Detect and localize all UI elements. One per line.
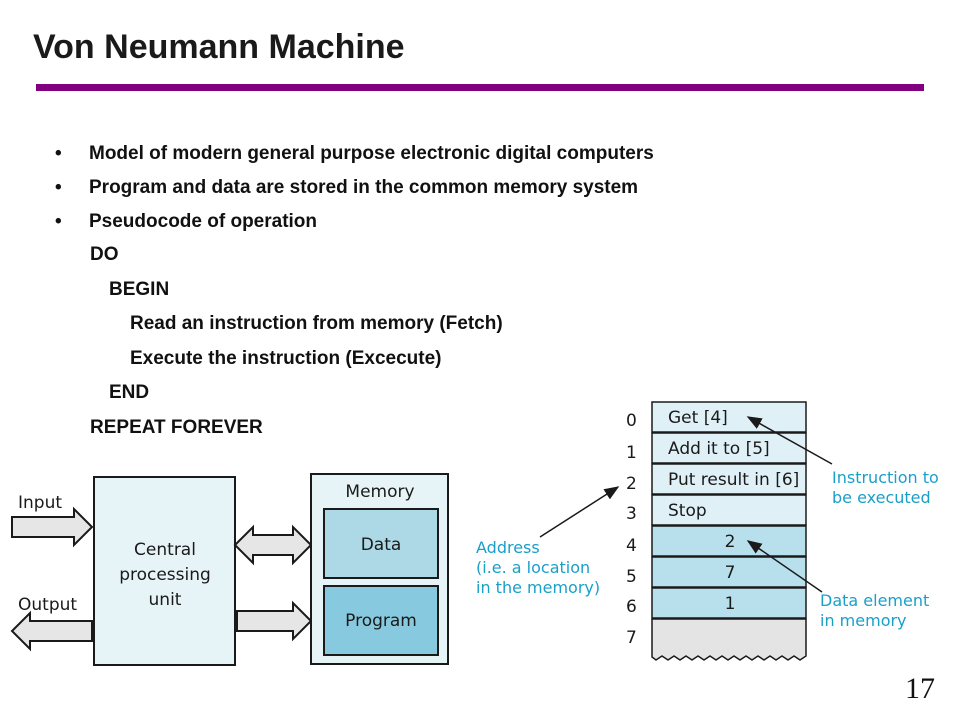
- memory-cell: [651, 463, 807, 495]
- pseudocode-line: BEGIN: [109, 278, 170, 300]
- data-annotation-line: in memory: [820, 611, 907, 630]
- memory-cell-torn: [651, 618, 807, 661]
- memory-cell-text: Get [4]: [668, 408, 728, 428]
- address-label: 4: [626, 536, 637, 556]
- architecture-diagram: Input Output Central processing unit Mem…: [10, 473, 449, 666]
- instruction-annotation-line: Instruction to: [832, 468, 939, 487]
- output-arrow-icon: [10, 610, 93, 652]
- bullet-item: • Program and data are stored in the com…: [55, 177, 654, 211]
- address-label: 2: [626, 474, 637, 494]
- memory-cell: [651, 525, 807, 557]
- address-label: 1: [626, 443, 637, 463]
- cpu-box: [93, 476, 236, 666]
- cpu-label-line: processing: [119, 565, 211, 585]
- address-pointer-arrow: [539, 486, 620, 538]
- slide-title: Von Neumann Machine: [33, 28, 405, 66]
- address-label: 7: [626, 628, 637, 648]
- memory-cell-text: 2: [725, 532, 736, 552]
- bullet-text: Pseudocode of operation: [89, 211, 318, 232]
- memory-cell-text: 7: [725, 563, 736, 583]
- address-label: 6: [626, 597, 637, 617]
- bullet-dot: •: [55, 211, 62, 232]
- data-box: [323, 508, 439, 579]
- input-arrow-icon: [11, 506, 94, 548]
- memory-label: Memory: [345, 482, 414, 502]
- memory-cell: [651, 556, 807, 588]
- instruction-pointer-arrow: [746, 416, 833, 465]
- address-annotation-line: Address: [476, 538, 540, 557]
- pseudocode-line: Read an instruction from memory (Fetch): [130, 313, 503, 334]
- memory-diagram: 0 1 2 3 4 5 6 7 Get [4] Add it to [5] Pu…: [476, 401, 939, 661]
- address-label: 3: [626, 504, 637, 524]
- pseudocode-line: DO: [90, 244, 119, 265]
- right-arrow-icon: [236, 600, 313, 642]
- memory-cell: [651, 401, 807, 433]
- output-label: Output: [18, 595, 77, 615]
- bullet-list: • Model of modern general purpose electr…: [55, 143, 654, 245]
- memory-box: [310, 473, 449, 665]
- cpu-label-line: unit: [149, 590, 182, 610]
- bullet-dot: •: [55, 143, 62, 164]
- pseudocode-line: END: [109, 382, 150, 403]
- page-number: 17: [905, 672, 935, 705]
- pseudocode-line: Execute the instruction (Excecute): [130, 347, 442, 369]
- memory-cell-text: 1: [725, 594, 736, 614]
- bullet-item: • Model of modern general purpose electr…: [55, 143, 654, 177]
- title-rule: [36, 84, 924, 91]
- memory-cell-text: Add it to [5]: [668, 439, 770, 459]
- double-arrow-icon: [233, 524, 313, 566]
- address-label: 5: [626, 567, 637, 587]
- input-label: Input: [18, 493, 62, 513]
- data-pointer-arrow: [746, 540, 823, 593]
- program-label: Program: [345, 611, 417, 631]
- pseudocode-block: DO BEGIN Read an instruction from memory…: [90, 244, 503, 451]
- instruction-annotation-line: be executed: [832, 488, 931, 507]
- bullet-item: • Pseudocode of operation: [55, 211, 654, 245]
- memory-cell-text: Put result in [6]: [668, 470, 799, 490]
- address-annotation-line: (i.e. a location: [476, 558, 590, 577]
- address-annotation-line: in the memory): [476, 578, 600, 597]
- bullet-dot: •: [55, 177, 62, 198]
- data-annotation-line: Data element: [820, 591, 929, 610]
- bullet-text: Model of modern general purpose electron…: [89, 143, 654, 164]
- pseudocode-line: REPEAT FOREVER: [90, 416, 263, 438]
- program-box: [323, 585, 439, 656]
- bullet-text: Program and data are stored in the commo…: [89, 177, 639, 198]
- cpu-label-line: Central: [134, 540, 196, 560]
- memory-cell-text: Stop: [668, 501, 707, 521]
- data-label: Data: [361, 535, 402, 555]
- memory-cell: [651, 432, 807, 464]
- memory-cell: [651, 494, 807, 526]
- memory-cell: [651, 587, 807, 619]
- address-label: 0: [626, 411, 637, 431]
